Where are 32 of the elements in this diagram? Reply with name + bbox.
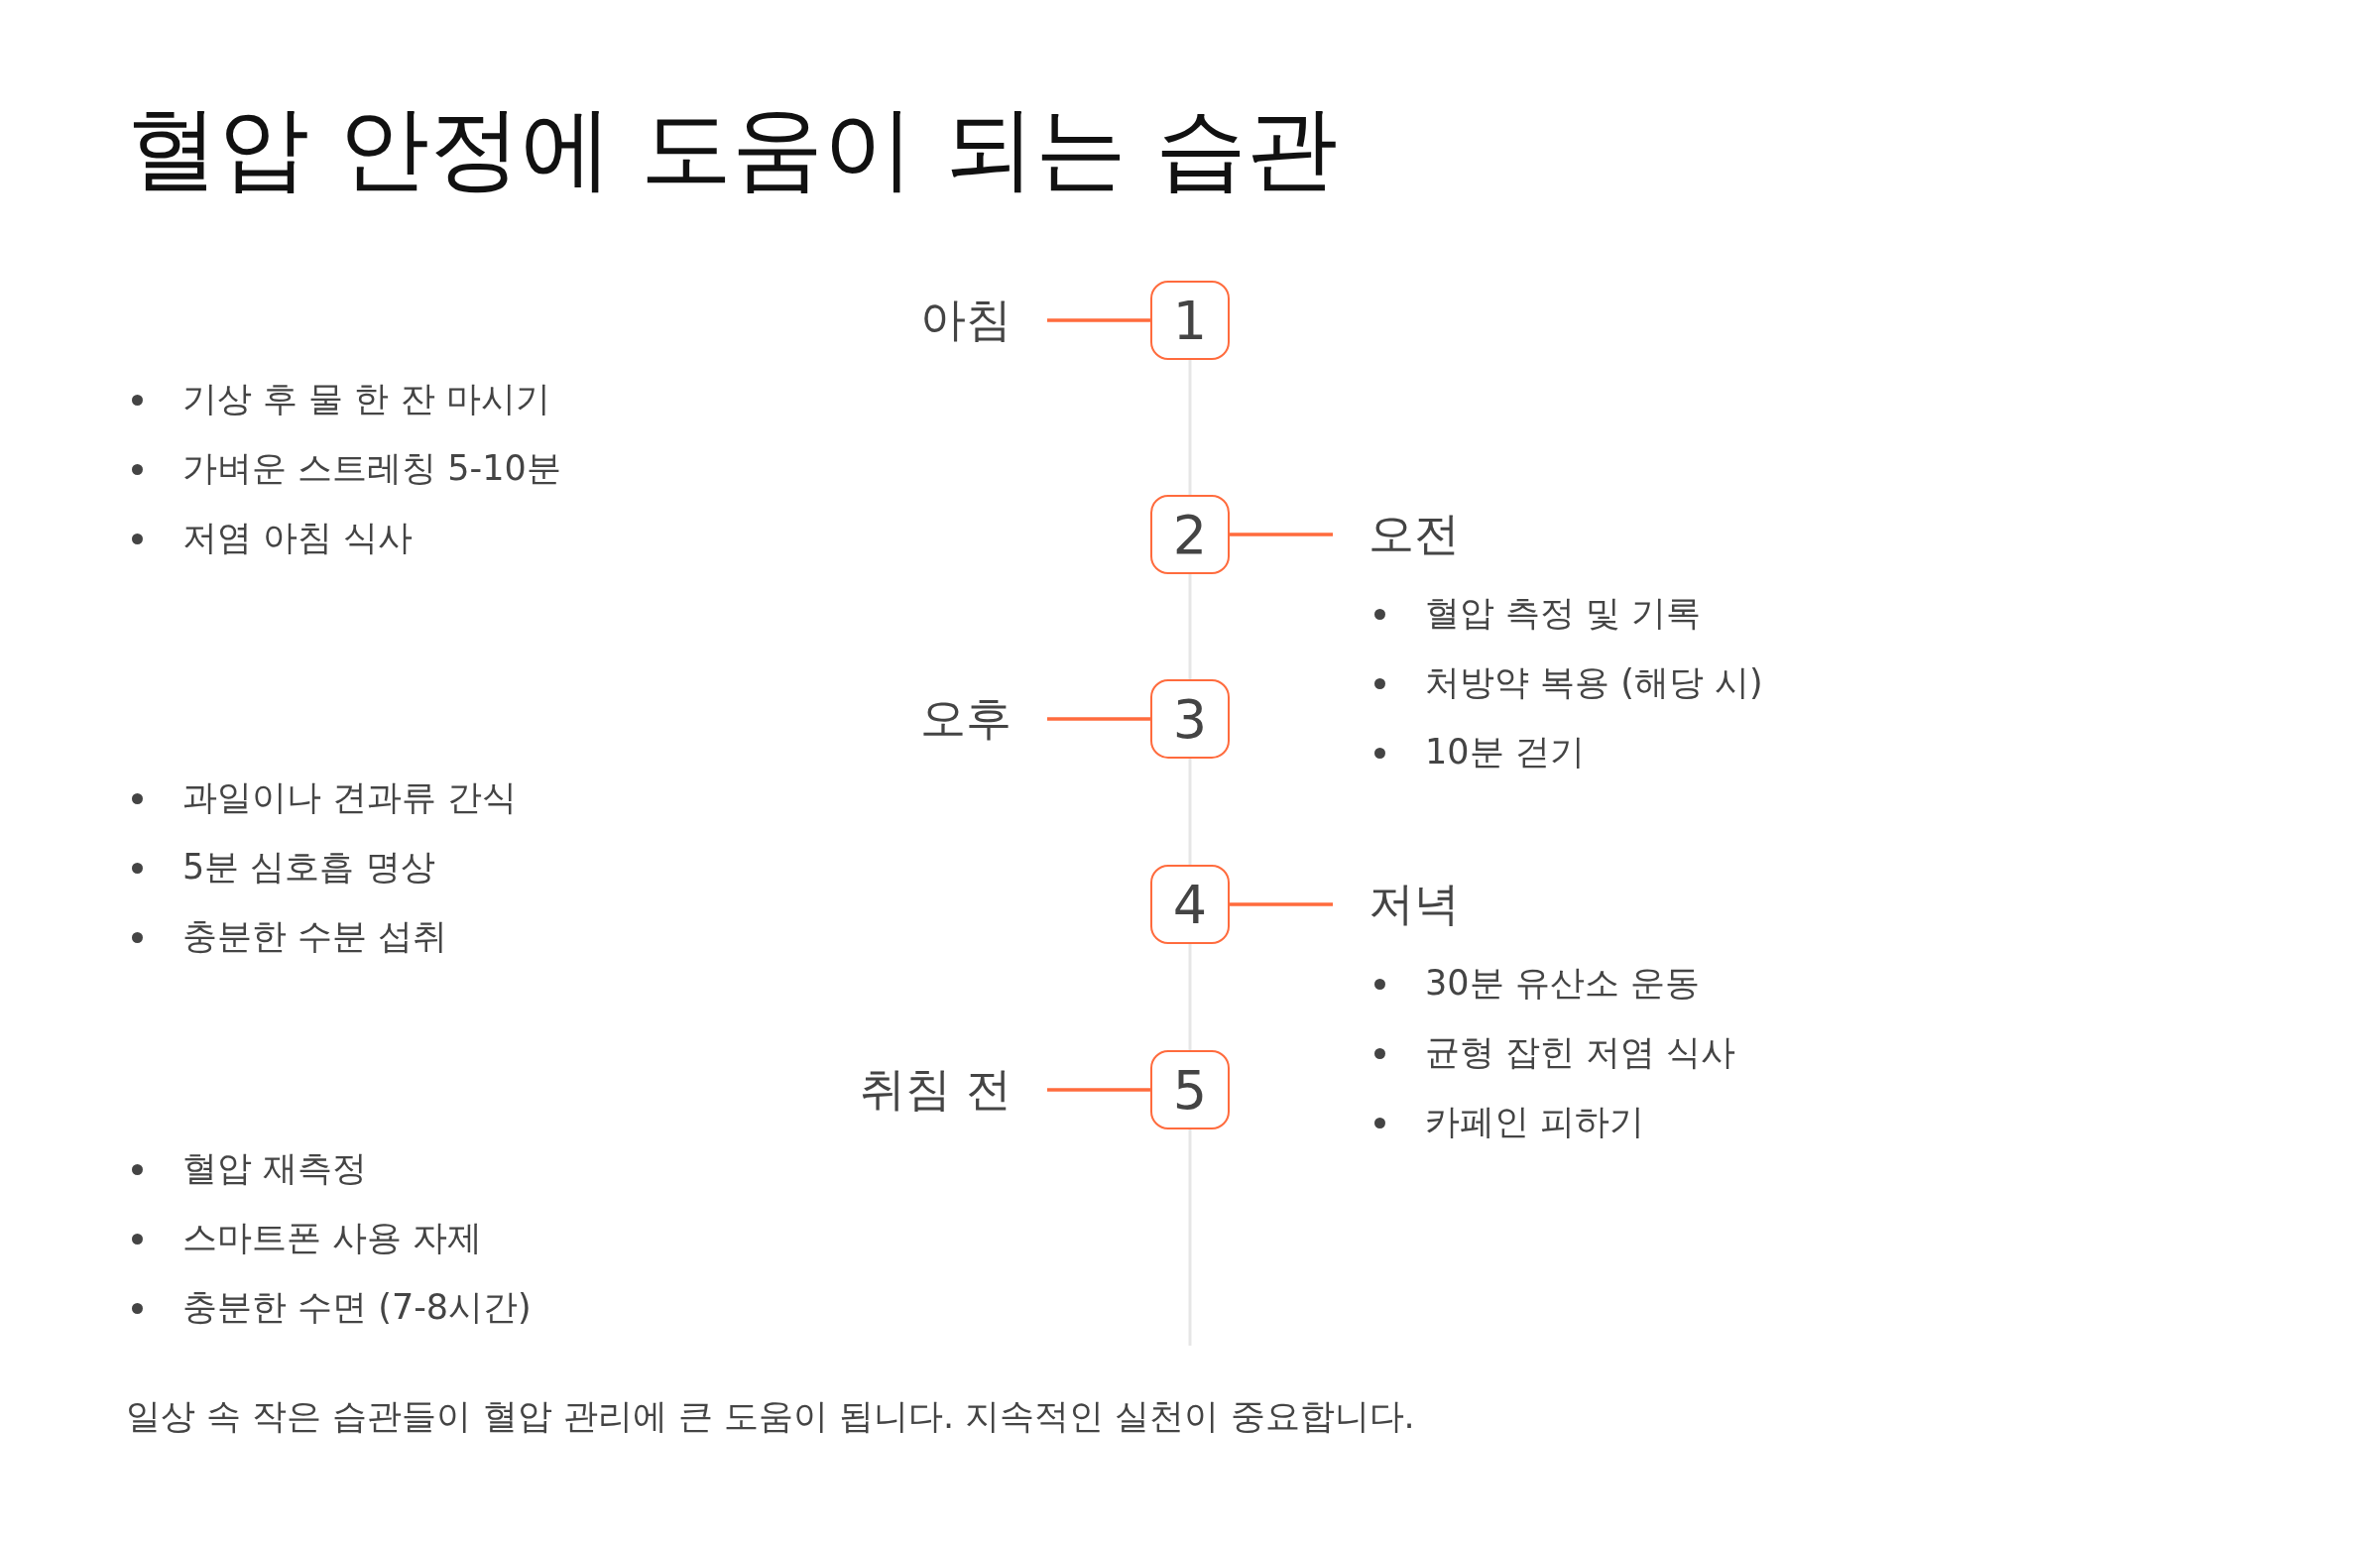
list-item-text: 30분 유산소 운동 — [1425, 962, 1700, 1004]
list-item-text: 카페인 피하기 — [1425, 1101, 1645, 1142]
list-item-text: 저염 아침 식사 — [182, 517, 414, 558]
title: 혈압 안정에 도움이 되는 습관 — [127, 94, 1338, 203]
list-item-text: 5분 심호흡 명상 — [182, 846, 435, 888]
period-heading: 아침 — [853, 289, 1012, 352]
list-item-text: 균형 잡힌 저염 식사 — [1425, 1031, 1736, 1073]
list-item-text: 스마트폰 사용 자제 — [182, 1217, 483, 1258]
list-item-text: 처방약 복용 (해당 시) — [1425, 661, 1763, 703]
list-item-text: 혈압 측정 및 기록 — [1425, 592, 1702, 634]
list-item-text: 기상 후 물 한 잔 마시기 — [182, 378, 550, 419]
list-item-text: 충분한 수분 섭취 — [182, 915, 448, 957]
list-item-text: 충분한 수면 (7-8시간) — [182, 1286, 532, 1328]
connector-line — [1047, 318, 1150, 322]
step-number-box: 5 — [1150, 1050, 1230, 1129]
step-number-box: 1 — [1150, 281, 1230, 360]
step-number-box: 2 — [1150, 495, 1230, 574]
period-heading: 취침 전 — [853, 1058, 1012, 1122]
step-number-box: 4 — [1150, 865, 1230, 944]
caption: 일상 속 작은 습관들이 혈압 관리에 큰 도움이 됩니다. 지속적인 실천이 중요합니다. — [126, 1395, 1415, 1438]
connector-line — [1230, 533, 1333, 536]
step-number-box: 3 — [1150, 679, 1230, 759]
period-heading: 오전 — [1368, 503, 1567, 566]
connector-line — [1230, 902, 1333, 906]
connector-line — [1047, 717, 1150, 721]
connector-line — [1047, 1088, 1150, 1092]
list-item-text: 10분 걷기 — [1425, 731, 1585, 772]
list-item-text: 혈압 재측정 — [182, 1147, 368, 1189]
period-heading: 저녁 — [1368, 873, 1567, 936]
list-item-text: 과일이나 견과류 간식 — [182, 776, 518, 818]
period-heading: 오후 — [853, 687, 1012, 751]
list-item-text: 가벼운 스트레칭 5-10분 — [182, 447, 561, 489]
